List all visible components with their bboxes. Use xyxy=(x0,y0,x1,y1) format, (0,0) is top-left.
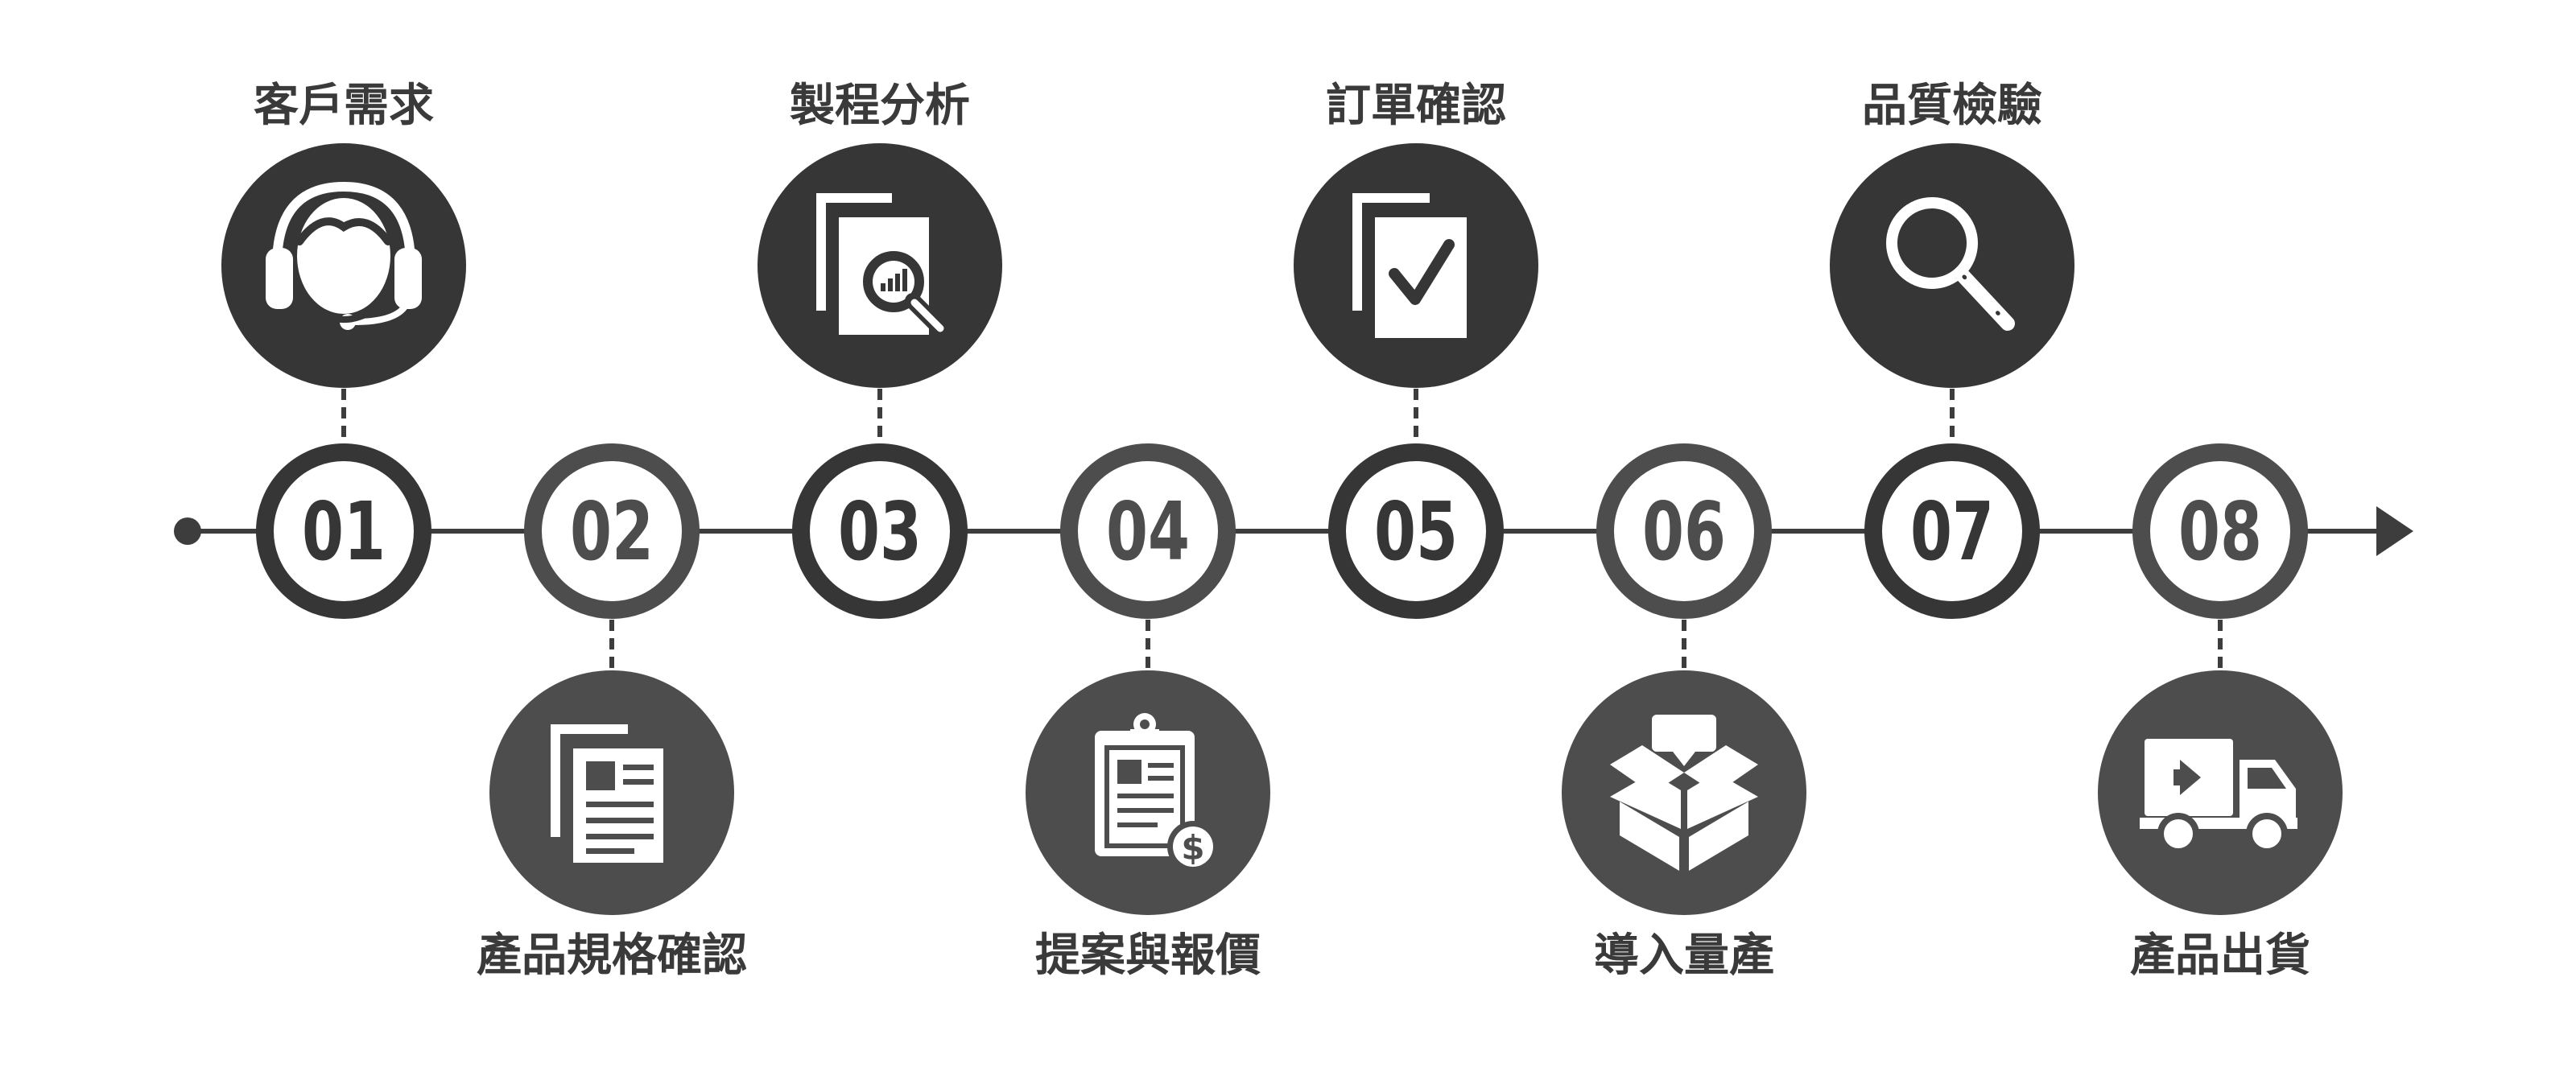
connectors xyxy=(341,389,2223,671)
step-label-02: 產品規格確認 xyxy=(477,930,747,982)
step-number-03: 03 xyxy=(838,484,922,579)
step-label-04: 提案與報價 xyxy=(1035,930,1261,982)
document-checkmark-icon xyxy=(1352,193,1467,338)
customer-service-headset-icon xyxy=(266,181,422,330)
step-rings: 01 02 03 04 05 06 07 08 xyxy=(256,443,2308,619)
step-ring-01: 01 xyxy=(256,443,431,619)
magnifying-glass-icon xyxy=(1886,197,2015,331)
step-ring-05: 05 xyxy=(1328,443,1504,619)
document-analysis-magnifier-icon xyxy=(816,193,950,338)
icon-circle-06 xyxy=(1562,670,1806,915)
step-label-06: 導入量產 xyxy=(1594,930,1774,982)
step-ring-07: 07 xyxy=(1864,443,2040,619)
step-number-01: 01 xyxy=(302,484,386,579)
step-number-07: 07 xyxy=(1910,484,1994,579)
step-label-07: 品質檢驗 xyxy=(1862,80,2042,132)
delivery-truck-icon xyxy=(2140,739,2297,855)
icon-circle-01 xyxy=(221,143,466,388)
step-label-03: 製程分析 xyxy=(790,80,970,132)
clipboard-quote-dollar-icon: $ xyxy=(1095,713,1219,872)
document-spec-icon xyxy=(551,724,663,863)
step-ring-04: 04 xyxy=(1060,443,1236,619)
step-number-04: 04 xyxy=(1106,484,1190,579)
step-ring-06: 06 xyxy=(1596,443,1772,619)
icon-circle-05 xyxy=(1294,143,1538,388)
step-ring-02: 02 xyxy=(524,443,700,619)
step-number-08: 08 xyxy=(2178,484,2262,579)
step-number-02: 02 xyxy=(570,484,654,579)
timeline xyxy=(174,506,2413,556)
timeline-arrow-head xyxy=(2376,506,2413,556)
dollar-sign-glyph: $ xyxy=(1181,828,1204,868)
icon-circle-04: $ xyxy=(1026,670,1270,915)
step-number-06: 06 xyxy=(1642,484,1726,579)
step-labels: 客戶需求 產品規格確認 製程分析 提案與報價 訂單確認 導入量產 品質檢驗 產品… xyxy=(254,80,2310,982)
open-box-production-icon xyxy=(1610,715,1758,871)
icon-circle-07 xyxy=(1830,143,2074,388)
step-ring-03: 03 xyxy=(792,443,968,619)
icon-circle-02 xyxy=(489,670,734,915)
step-label-08: 產品出貨 xyxy=(2130,930,2310,982)
step-label-05: 訂單確認 xyxy=(1326,80,1506,132)
step-ring-08: 08 xyxy=(2132,443,2308,619)
icon-circle-08 xyxy=(2098,670,2343,915)
icon-circle-03 xyxy=(758,143,1002,388)
step-number-05: 05 xyxy=(1374,484,1458,579)
icon-circles: $ xyxy=(221,143,2343,915)
timeline-start-dot xyxy=(174,517,201,545)
step-label-01: 客戶需求 xyxy=(254,80,434,132)
